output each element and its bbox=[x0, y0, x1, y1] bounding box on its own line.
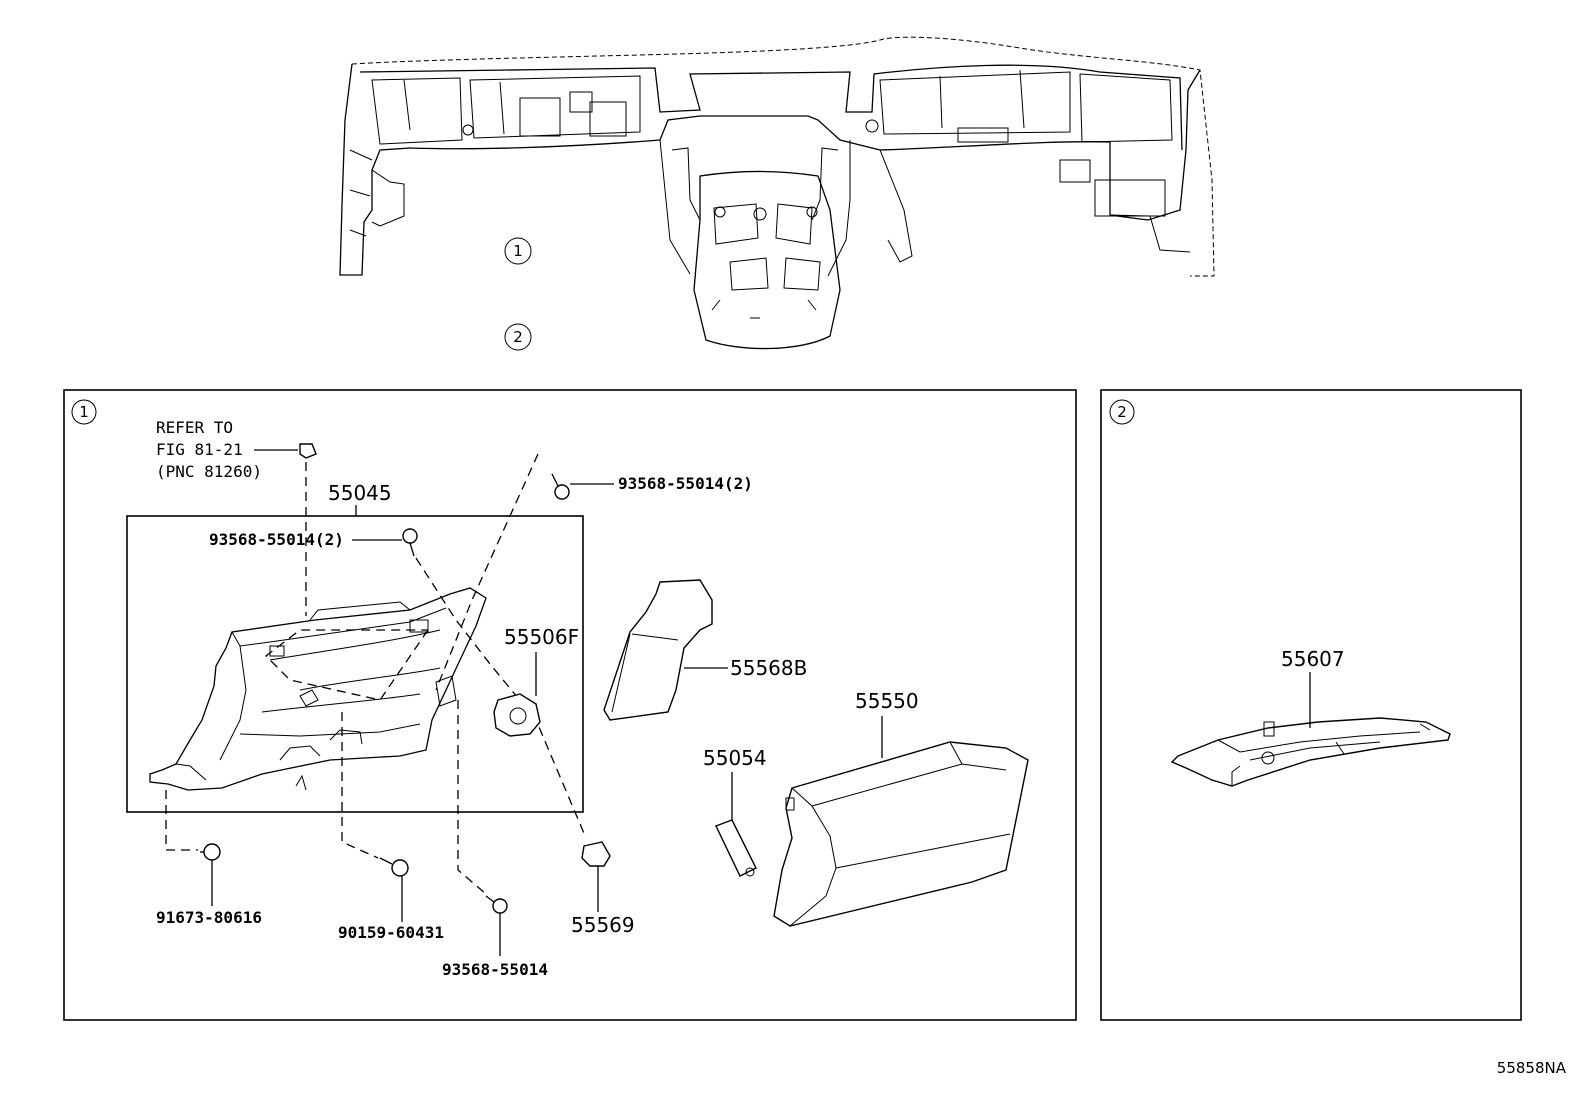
callout-1-panel-number: 1 bbox=[79, 403, 89, 421]
part-number-55054: 55054 bbox=[703, 746, 767, 770]
under-cover-55607 bbox=[1170, 717, 1451, 787]
damper-55506f bbox=[493, 693, 541, 737]
part-number-90159-60431: 90159-60431 bbox=[338, 923, 444, 942]
glove-box-assembly-frame bbox=[126, 515, 584, 813]
part-number-55506f: 55506F bbox=[504, 625, 579, 649]
part-number-93568-55014: 93568-55014 bbox=[442, 960, 548, 979]
panel-2-frame bbox=[1100, 389, 1522, 1021]
dashed-leader-90159 bbox=[341, 712, 379, 859]
callout-2-panel-number: 2 bbox=[1117, 403, 1127, 421]
part-number-55045: 55045 bbox=[328, 481, 392, 505]
screw-93568 bbox=[485, 895, 508, 914]
callout-1-overview: 1 bbox=[504, 237, 532, 265]
glove-box-door-55550 bbox=[773, 741, 1029, 927]
dashed-leader-55569 bbox=[415, 557, 587, 839]
part-number-55568b: 55568B bbox=[730, 656, 807, 680]
refer-pnc-label: (PNC 81260) bbox=[156, 462, 262, 481]
callout-1-number: 1 bbox=[513, 242, 523, 260]
callout-1-panel: 1 bbox=[71, 399, 97, 425]
callout-2-number: 2 bbox=[513, 328, 523, 346]
part-number-93568-inner: 93568-55014(2) bbox=[209, 530, 344, 549]
bolt-90159 bbox=[379, 857, 409, 877]
dashed-leader-upper-screw bbox=[435, 453, 539, 691]
callout-2-overview: 2 bbox=[504, 323, 532, 351]
refer-fig-label: FIG 81-21 bbox=[156, 440, 243, 459]
refer-to-label: REFER TO bbox=[156, 418, 233, 437]
diagram-code: 55858NA bbox=[1497, 1059, 1567, 1077]
damper-55054 bbox=[715, 819, 757, 877]
part-number-55607: 55607 bbox=[1281, 647, 1345, 671]
glove-box-housing bbox=[149, 587, 487, 791]
dashed-leader-loop bbox=[265, 629, 429, 701]
panel-1-frame bbox=[63, 389, 1077, 1021]
part-number-55550: 55550 bbox=[855, 689, 919, 713]
part-number-93568-upper: 93568-55014(2) bbox=[618, 474, 753, 493]
dashed-leader-93568 bbox=[457, 700, 487, 895]
instrument-panel-overview bbox=[339, 36, 1215, 350]
part-number-91673-80616: 91673-80616 bbox=[156, 908, 262, 927]
screw-inner bbox=[402, 528, 418, 557]
bolt-91673 bbox=[200, 843, 221, 861]
part-number-55569: 55569 bbox=[571, 913, 635, 937]
clip-part bbox=[299, 443, 317, 459]
callout-2-panel: 2 bbox=[1109, 399, 1135, 425]
stopper-55569 bbox=[581, 841, 611, 867]
side-panel-55568b bbox=[603, 579, 713, 721]
dashed-leader-91673 bbox=[165, 790, 198, 851]
screw-upper bbox=[551, 473, 570, 500]
